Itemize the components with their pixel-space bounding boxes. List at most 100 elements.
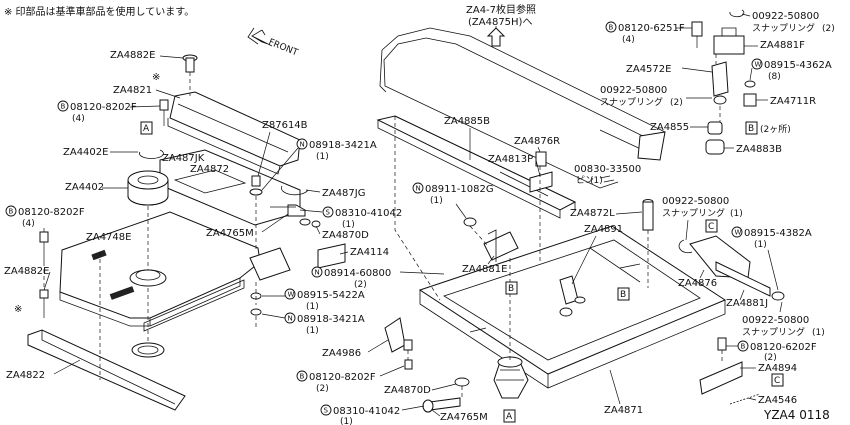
qty-8: (8) [768, 72, 781, 82]
svg-text:S: S [324, 407, 329, 415]
label-z87614b: Z87614B [262, 120, 308, 131]
qty-1-j: (1) [812, 328, 825, 338]
pin-label: ピン [576, 175, 594, 186]
svg-text:N: N [416, 185, 421, 193]
svg-text:C: C [774, 376, 780, 386]
label-za4876: ZA4876 [678, 278, 717, 289]
qty-1-c: (1) [306, 302, 319, 312]
svg-text:N: N [288, 315, 293, 323]
svg-text:B: B [61, 103, 66, 111]
svg-text:B: B [609, 24, 614, 32]
svg-text:B: B [300, 373, 305, 381]
label-08120-6251f: 08120-6251F [618, 23, 685, 34]
label-08918-3421a-low: 08918-3421A [297, 314, 365, 325]
ref-note-line1: ZA4-7枚目参照 [466, 3, 536, 16]
label-08915-4382a: 08915-4382A [744, 228, 812, 239]
label-08915-5422a: 08915-5422A [297, 290, 365, 301]
snapring-low: スナップリング [742, 326, 805, 338]
label-za4711r: ZA4711R [770, 96, 816, 107]
label-08914-60800: 08914-60800 [324, 268, 391, 279]
svg-text:W: W [288, 291, 295, 299]
label-za4872l: ZA4872L [570, 208, 615, 219]
bolt-group-left [39, 54, 198, 318]
bushing-base [129, 269, 167, 287]
label-08120-6202f: 08120-6202F [750, 342, 817, 353]
places-label: (2ヶ所) [760, 124, 791, 135]
label-za4855: ZA4855 [650, 122, 689, 133]
label-08120-8202f-low: 08120-8202F [309, 372, 376, 383]
qty-4-a: (4) [72, 114, 85, 124]
label-za4402e: ZA4402E [63, 147, 108, 158]
label-za4881j: ZA4881J [726, 298, 768, 309]
box-a-bottom: A [503, 409, 516, 423]
svg-text:A: A [506, 412, 513, 422]
label-za4881f: ZA4881F [760, 40, 805, 51]
bracket-za4986 [384, 317, 413, 353]
qty-2-b: (2) [316, 384, 329, 394]
label-00922-50800-top2: 00922-50800 [600, 85, 667, 96]
svg-text:N: N [315, 269, 320, 277]
label-za4891: ZA4891 [584, 224, 623, 235]
snapring-mid: スナップリング [662, 207, 725, 219]
pin-za4891 [559, 275, 586, 317]
base-plate-za4748e [59, 211, 261, 332]
svg-text:C: C [708, 222, 714, 232]
qty-2-c: (2) [764, 353, 777, 363]
qty-4-c: (4) [622, 35, 635, 45]
qty-1-g: (1) [590, 176, 603, 186]
note-text: ※ 印部品は基準車部品を使用しています。 [4, 5, 194, 18]
qty-1-h: (1) [730, 209, 743, 219]
front-arrow: FRONT [247, 27, 300, 59]
label-00922-50800-mid: 00922-50800 [662, 196, 729, 207]
hinge-za4876 [678, 235, 785, 301]
qty-2-a: (2) [354, 280, 367, 290]
label-za4870d-mid: ZA4870D [322, 230, 369, 241]
svg-text:W: W [755, 61, 762, 69]
label-za4986: ZA4986 [322, 348, 361, 359]
label-za4765m-low: ZA4765M [440, 412, 488, 423]
label-08310-41042-mid: 08310-41042 [335, 208, 402, 219]
box-c-2: C [771, 373, 784, 387]
diagram-code: YZA4 0118 [763, 408, 830, 422]
asterisk-1: ※ [152, 72, 160, 83]
qty-4-b: (4) [22, 219, 35, 229]
qty-1-a: (1) [316, 152, 329, 162]
label-za4881e: ZA4881E [462, 264, 507, 275]
qty-1-e: (1) [340, 417, 353, 425]
label-za487jg: ZA487JG [322, 188, 365, 199]
svg-text:S: S [326, 209, 331, 217]
pin-za4872l [642, 199, 654, 231]
qty-2-e: (2) [670, 98, 683, 108]
label-za4885b: ZA4885B [444, 116, 490, 127]
label-00922-50800-top: 00922-50800 [752, 11, 819, 22]
svg-text:B: B [9, 208, 14, 216]
label-za4882e-left: ZA4882E [4, 266, 49, 277]
qty-1-i: (1) [754, 240, 767, 250]
snapring-top: スナップリング [752, 22, 815, 34]
label-08915-4362a: 08915-4362A [764, 60, 832, 71]
svg-text:N: N [300, 141, 305, 149]
box-b-3: B [745, 121, 758, 135]
svg-text:B: B [508, 284, 514, 294]
qty-2-d: (2) [822, 24, 835, 34]
frame-za4885b [376, 115, 577, 219]
svg-text:A: A [143, 124, 150, 134]
label-za4872: ZA4872 [190, 164, 229, 175]
rail-za4822 [27, 329, 186, 411]
frame-za4871 [418, 225, 727, 389]
qty-1-f: (1) [430, 196, 443, 206]
snapring-top2: スナップリング [600, 96, 663, 108]
bearing-za4402 [127, 170, 169, 206]
front-label: FRONT [267, 38, 300, 59]
qty-1-d: (1) [306, 326, 319, 336]
label-za4876r: ZA4876R [514, 136, 560, 147]
nut-08911 [463, 217, 477, 227]
label-za4883b: ZA4883B [736, 144, 782, 155]
label-00830-33500: 00830-33500 [574, 164, 641, 175]
snapring-za4402e [139, 149, 164, 159]
label-08911-1082g: 08911-1082G [425, 184, 494, 195]
box-b-2: B [617, 287, 630, 301]
asterisk-2: ※ [14, 304, 22, 315]
label-za4402: ZA4402 [65, 182, 104, 193]
label-za4894: ZA4894 [758, 363, 797, 374]
